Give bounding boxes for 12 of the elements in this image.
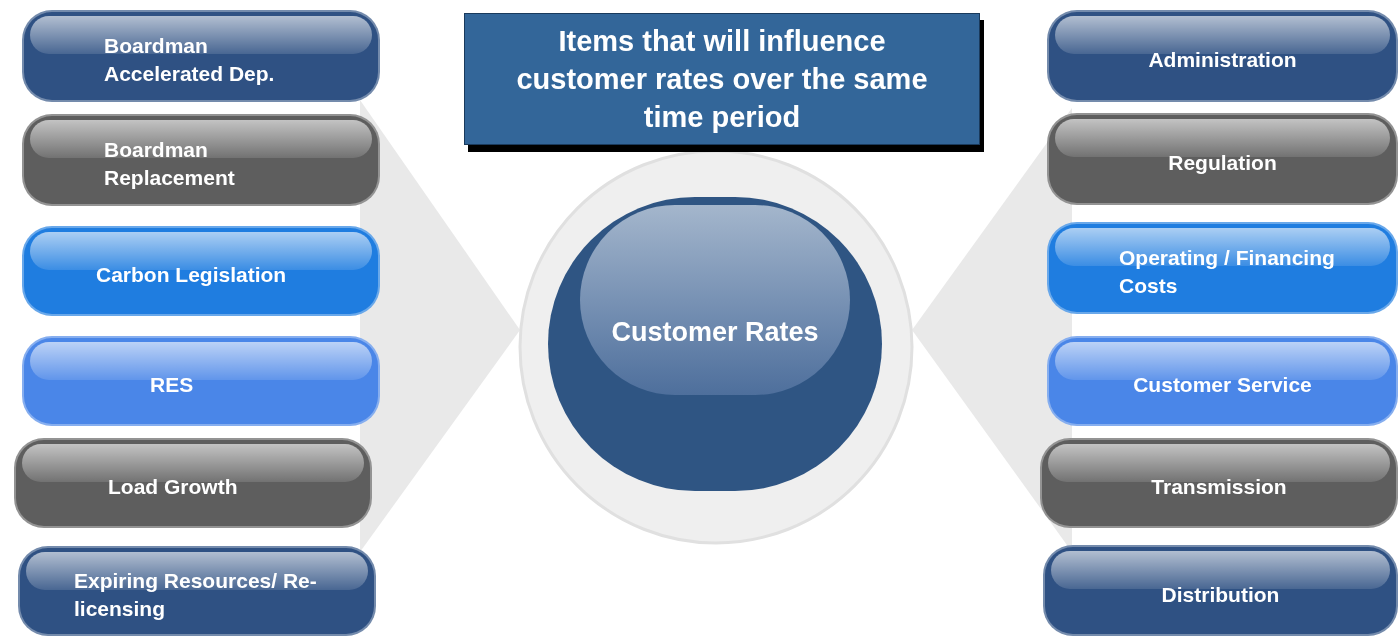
rounded-box: Carbon Legislation [22, 226, 380, 316]
rounded-box: Expiring Resources/ Re-licensing [18, 546, 376, 636]
rounded-box: Operating / Financing Costs [1047, 222, 1398, 314]
rounded-box: Boardman Replacement [22, 114, 380, 206]
rounded-box: Boardman Accelerated Dep. [22, 10, 380, 102]
rounded-box: Transmission [1040, 438, 1398, 528]
rounded-box: RES [22, 336, 380, 426]
rounded-box: Customer Service [1047, 336, 1398, 426]
rounded-box: Load Growth [14, 438, 372, 528]
rounded-box: Administration [1047, 10, 1398, 102]
rounded-box: Regulation [1047, 113, 1398, 205]
rounded-box: Distribution [1043, 545, 1398, 636]
